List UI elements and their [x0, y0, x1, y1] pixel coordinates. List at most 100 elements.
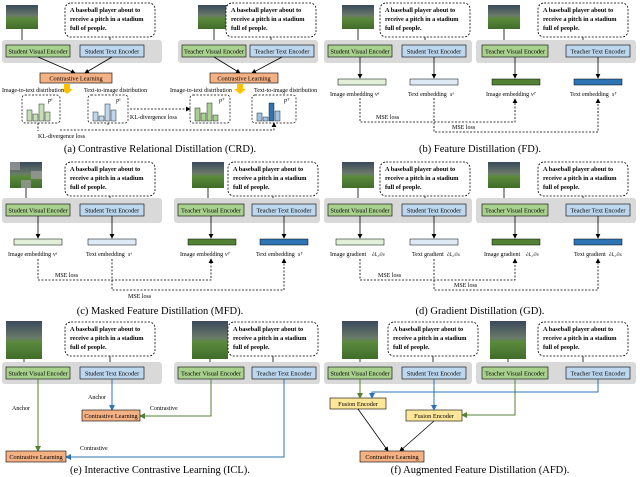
- caption-line-2: receive a pitch in a stadium: [70, 335, 144, 342]
- teacher-image-embedding-bar: [491, 78, 541, 86]
- student-visual-encoder-label: Student Visual Encoder: [330, 49, 390, 56]
- s-t-label: sᵀ: [298, 252, 303, 258]
- student-visual-encoder-label: Student Visual Encoder: [330, 208, 390, 215]
- caption-line-3: full of people.: [231, 25, 268, 32]
- img2txt-label: Image-to-text distribution: [2, 88, 64, 94]
- v-t-label: vᵀ: [225, 252, 231, 258]
- caption-line-1: A baseball player about to: [393, 326, 463, 333]
- panel-icl: A baseball player about to receive a pit…: [2, 321, 320, 463]
- caption-line-1: A baseball player about to: [70, 326, 140, 333]
- contrastive-label-2: Contrastive: [80, 446, 108, 452]
- caption-line-1: A baseball player about to: [543, 326, 613, 333]
- anchor-label-1: Anchor: [88, 395, 106, 401]
- student-visual-encoder-label: Student Visual Encoder: [330, 371, 390, 378]
- fusion-encoder-label-2: Fusion Encoder: [414, 413, 455, 420]
- caption-line-1: A baseball player about to: [543, 166, 613, 173]
- caption-line-1: A baseball player about to: [231, 7, 301, 14]
- contrastive-learning-box-2: [5, 450, 67, 463]
- caption-line-3: full of people.: [233, 184, 270, 191]
- stadium-image: [342, 5, 374, 29]
- caption-line-3: full of people.: [385, 25, 422, 32]
- contrastive-learning-label: Contrastive Learning: [365, 454, 419, 461]
- caption-line-3: full of people.: [543, 184, 580, 191]
- image-embedding-bar: [13, 238, 63, 246]
- text-embedding-label: Text embedding: [408, 92, 447, 98]
- caption-line-2: receive a pitch in a stadium: [385, 16, 459, 23]
- panel-fd-teacher: A baseball player about to receive a pit…: [359, 2, 636, 133]
- image-gradient-label: Image gradient: [484, 252, 520, 258]
- contrastive-learning-label: Contrastive Learning: [84, 413, 138, 420]
- teacher-text-embedding-bar: [573, 78, 623, 86]
- stadium-image: [490, 321, 526, 359]
- caption-box: [225, 2, 317, 38]
- caption-line-2: receive a pitch in a stadium: [385, 175, 459, 182]
- student-text-encoder-label: Student Text Encoder: [85, 208, 140, 215]
- down-arrow-icon: [234, 84, 246, 94]
- caption-d: (d) Gradient Distillation (GD).: [416, 306, 545, 317]
- grad-s-label: ∂L₂/∂s: [447, 252, 460, 258]
- caption-box: [537, 321, 629, 357]
- kl-loss-label-2: KL-divergence loss: [38, 134, 86, 140]
- stadium-image: [342, 321, 378, 359]
- grad-s-label: ∂L₂/∂s: [609, 252, 622, 258]
- panel-mfd: A baseball player about to receive a pit…: [2, 161, 162, 258]
- teacher-text-embedding-bar: [259, 238, 309, 246]
- v-s-label: vˢ: [53, 252, 58, 258]
- panel-gd-teacher: A baseball player about to receive a pit…: [359, 161, 636, 291]
- text-gradient-label: Text gradient: [412, 252, 444, 258]
- caption-line-3: full of people.: [385, 184, 422, 191]
- v-t-label: vᵀ: [531, 92, 537, 98]
- contrastive-learning-box-1: [81, 409, 141, 422]
- stadium-image: [192, 321, 228, 359]
- txt2img-label: Text-to-image distribution: [84, 88, 147, 94]
- teacher-text-encoder-label: Teacher Text Encoder: [571, 371, 627, 378]
- teacher-image-gradient-bar: [491, 238, 541, 246]
- text-embedding-label: Text embedding: [256, 252, 295, 258]
- contrastive-learning-label: Contrastive Learning: [49, 76, 103, 83]
- caption-line-2: receive a pitch in a stadium: [543, 16, 617, 23]
- contrastive-learning-box: [209, 72, 279, 84]
- teacher-text-encoder-label: Teacher Text Encoder: [257, 371, 313, 378]
- v-s-label: vˢ: [375, 92, 380, 98]
- anchor-label-2: Anchor: [12, 406, 30, 412]
- panel-afd: A baseball player about to receive a pit…: [324, 321, 636, 463]
- s-s-label: sˢ: [450, 92, 454, 98]
- teacher-visual-encoder-label: Teacher Visual Encoder: [485, 371, 546, 378]
- p-s-label: pˢ: [47, 98, 53, 104]
- stadium-image: [488, 5, 520, 29]
- kl-loss-label-1: KL-divergence loss: [130, 115, 178, 121]
- caption-line-2: receive a pitch in a stadium: [233, 175, 307, 182]
- caption-line-3: full of people.: [70, 25, 107, 32]
- img2txt-label: Image-to-text distribution: [170, 88, 232, 94]
- teacher-text-gradient-bar: [573, 238, 623, 246]
- caption-line-3: full of people.: [543, 25, 580, 32]
- p-s-label-2: pˢ: [115, 98, 121, 104]
- student-text-encoder-label: Student Text Encoder: [407, 371, 462, 378]
- panel-crd-teacher: A baseball player about to receive a pit…: [38, 2, 318, 140]
- caption-line-1: A baseball player about to: [543, 7, 613, 14]
- caption-line-1: A baseball player about to: [70, 7, 140, 14]
- caption-line-3: full of people.: [70, 344, 107, 351]
- stadium-image: [6, 321, 42, 359]
- down-arrow-icon: [61, 84, 73, 94]
- caption-line-1: A baseball player about to: [233, 166, 303, 173]
- caption-line-2: receive a pitch in a stadium: [543, 335, 617, 342]
- contrastive-learning-label: Contrastive Learning: [217, 76, 271, 83]
- caption-box: [227, 161, 319, 197]
- stadium-image: [198, 5, 230, 29]
- teacher-text-encoder-label: Teacher Text Encoder: [571, 208, 627, 215]
- p-t-label: pᵀ: [218, 98, 225, 104]
- caption-line-2: receive a pitch in a stadium: [393, 335, 467, 342]
- image-embedding-label: Image embedding: [180, 252, 223, 258]
- mse-loss-label-2: MSE loss: [454, 283, 478, 289]
- p-t-label-2: pᵀ: [283, 98, 290, 104]
- caption-f: (f) Augmented Feature Distillation (AFD)…: [391, 465, 570, 476]
- student-visual-encoder-label: Student Visual Encoder: [8, 371, 68, 378]
- caption-line-3: full of people.: [233, 344, 270, 351]
- stadium-image: [192, 162, 224, 188]
- student-text-encoder-label: Student Text Encoder: [85, 371, 140, 378]
- caption-box: [387, 321, 479, 357]
- caption-line-2: receive a pitch in a stadium: [233, 335, 307, 342]
- teacher-visual-encoder-label: Teacher Visual Encoder: [485, 208, 546, 215]
